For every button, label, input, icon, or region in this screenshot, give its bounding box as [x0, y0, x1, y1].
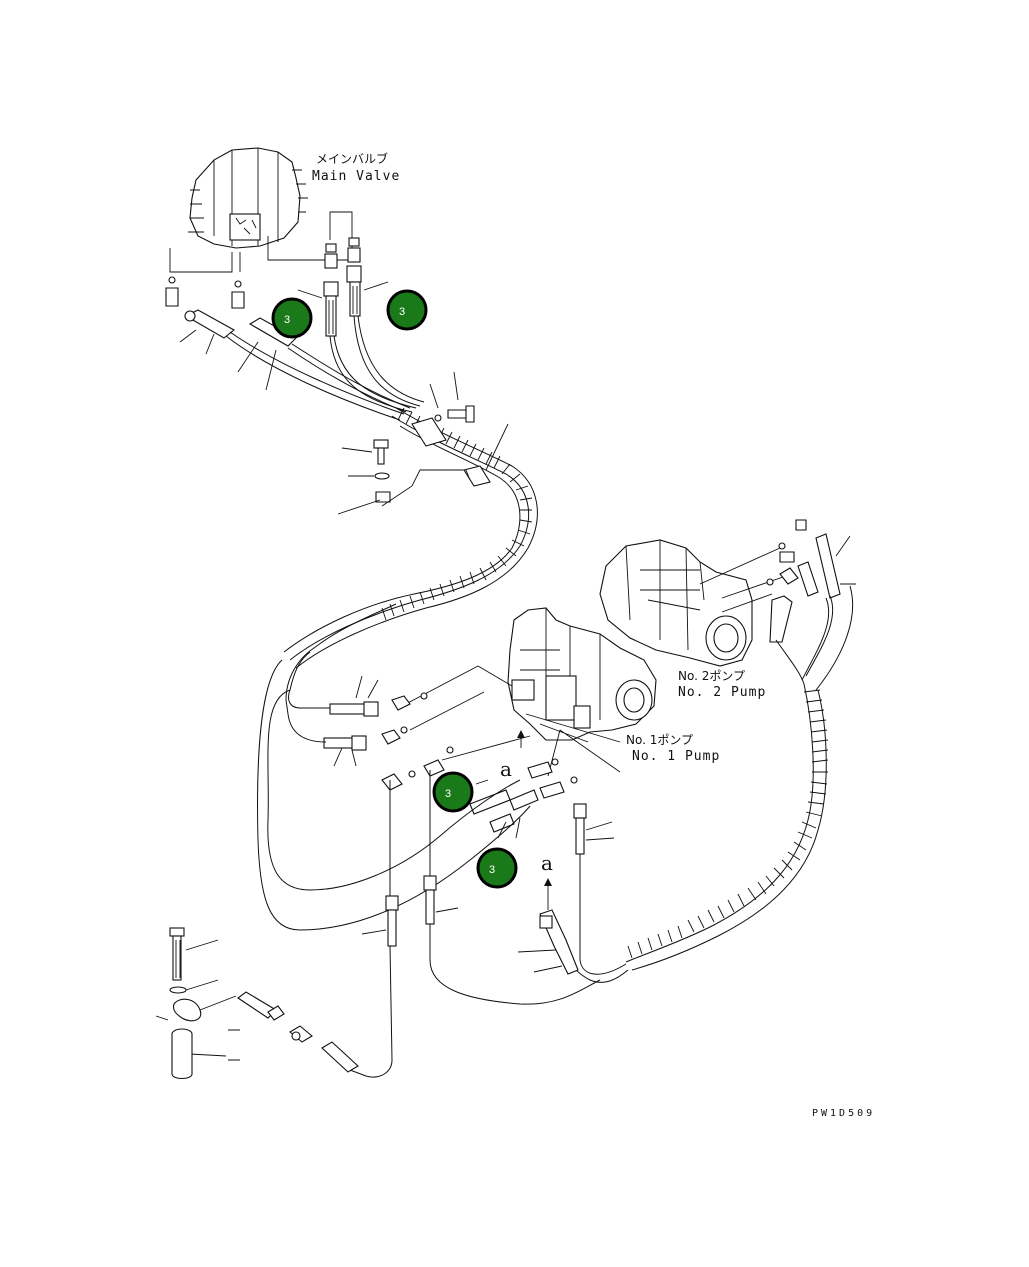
pump-2 — [599, 519, 856, 691]
hose-loops-lower — [257, 603, 601, 1078]
pump-1-label-en: No. 1 Pump — [632, 749, 720, 764]
hose-bundle-right — [517, 683, 829, 983]
callout-2[interactable]: 3 — [386, 289, 428, 331]
main-valve-label-en: Main Valve — [312, 169, 400, 184]
view-a-marker-2: a — [541, 851, 553, 910]
pump-1-fittings — [323, 675, 615, 855]
bottom-left-parts — [155, 927, 359, 1080]
main-valve — [169, 147, 353, 273]
main-valve-label-jp: メインバルブ — [316, 151, 388, 166]
pump-2-label-jp: No. 2ポンプ — [678, 669, 745, 683]
callout-3-number: 3 — [445, 788, 451, 800]
callout-3[interactable]: 3 — [432, 771, 474, 813]
valve-hoses — [179, 281, 425, 421]
hose-bundle-upper — [283, 371, 538, 669]
view-a-marker-1: a — [500, 730, 525, 781]
pump-2-label-en: No. 2 Pump — [678, 685, 766, 700]
callout-4-number: 3 — [489, 864, 495, 876]
callout-4[interactable]: 3 — [476, 847, 518, 889]
drawing-code: PW1D509 — [812, 1108, 875, 1119]
callout-1-number: 3 — [284, 314, 290, 326]
pump-1-label-jp: No. 1ポンプ — [626, 733, 693, 747]
pump-1 — [401, 607, 657, 777]
callout-2-number: 3 — [399, 306, 405, 318]
view-a-letter-1: a — [500, 757, 512, 781]
callout-1[interactable]: 3 — [271, 297, 313, 339]
valve-fittings — [165, 237, 362, 337]
view-a-letter-2: a — [541, 851, 553, 875]
